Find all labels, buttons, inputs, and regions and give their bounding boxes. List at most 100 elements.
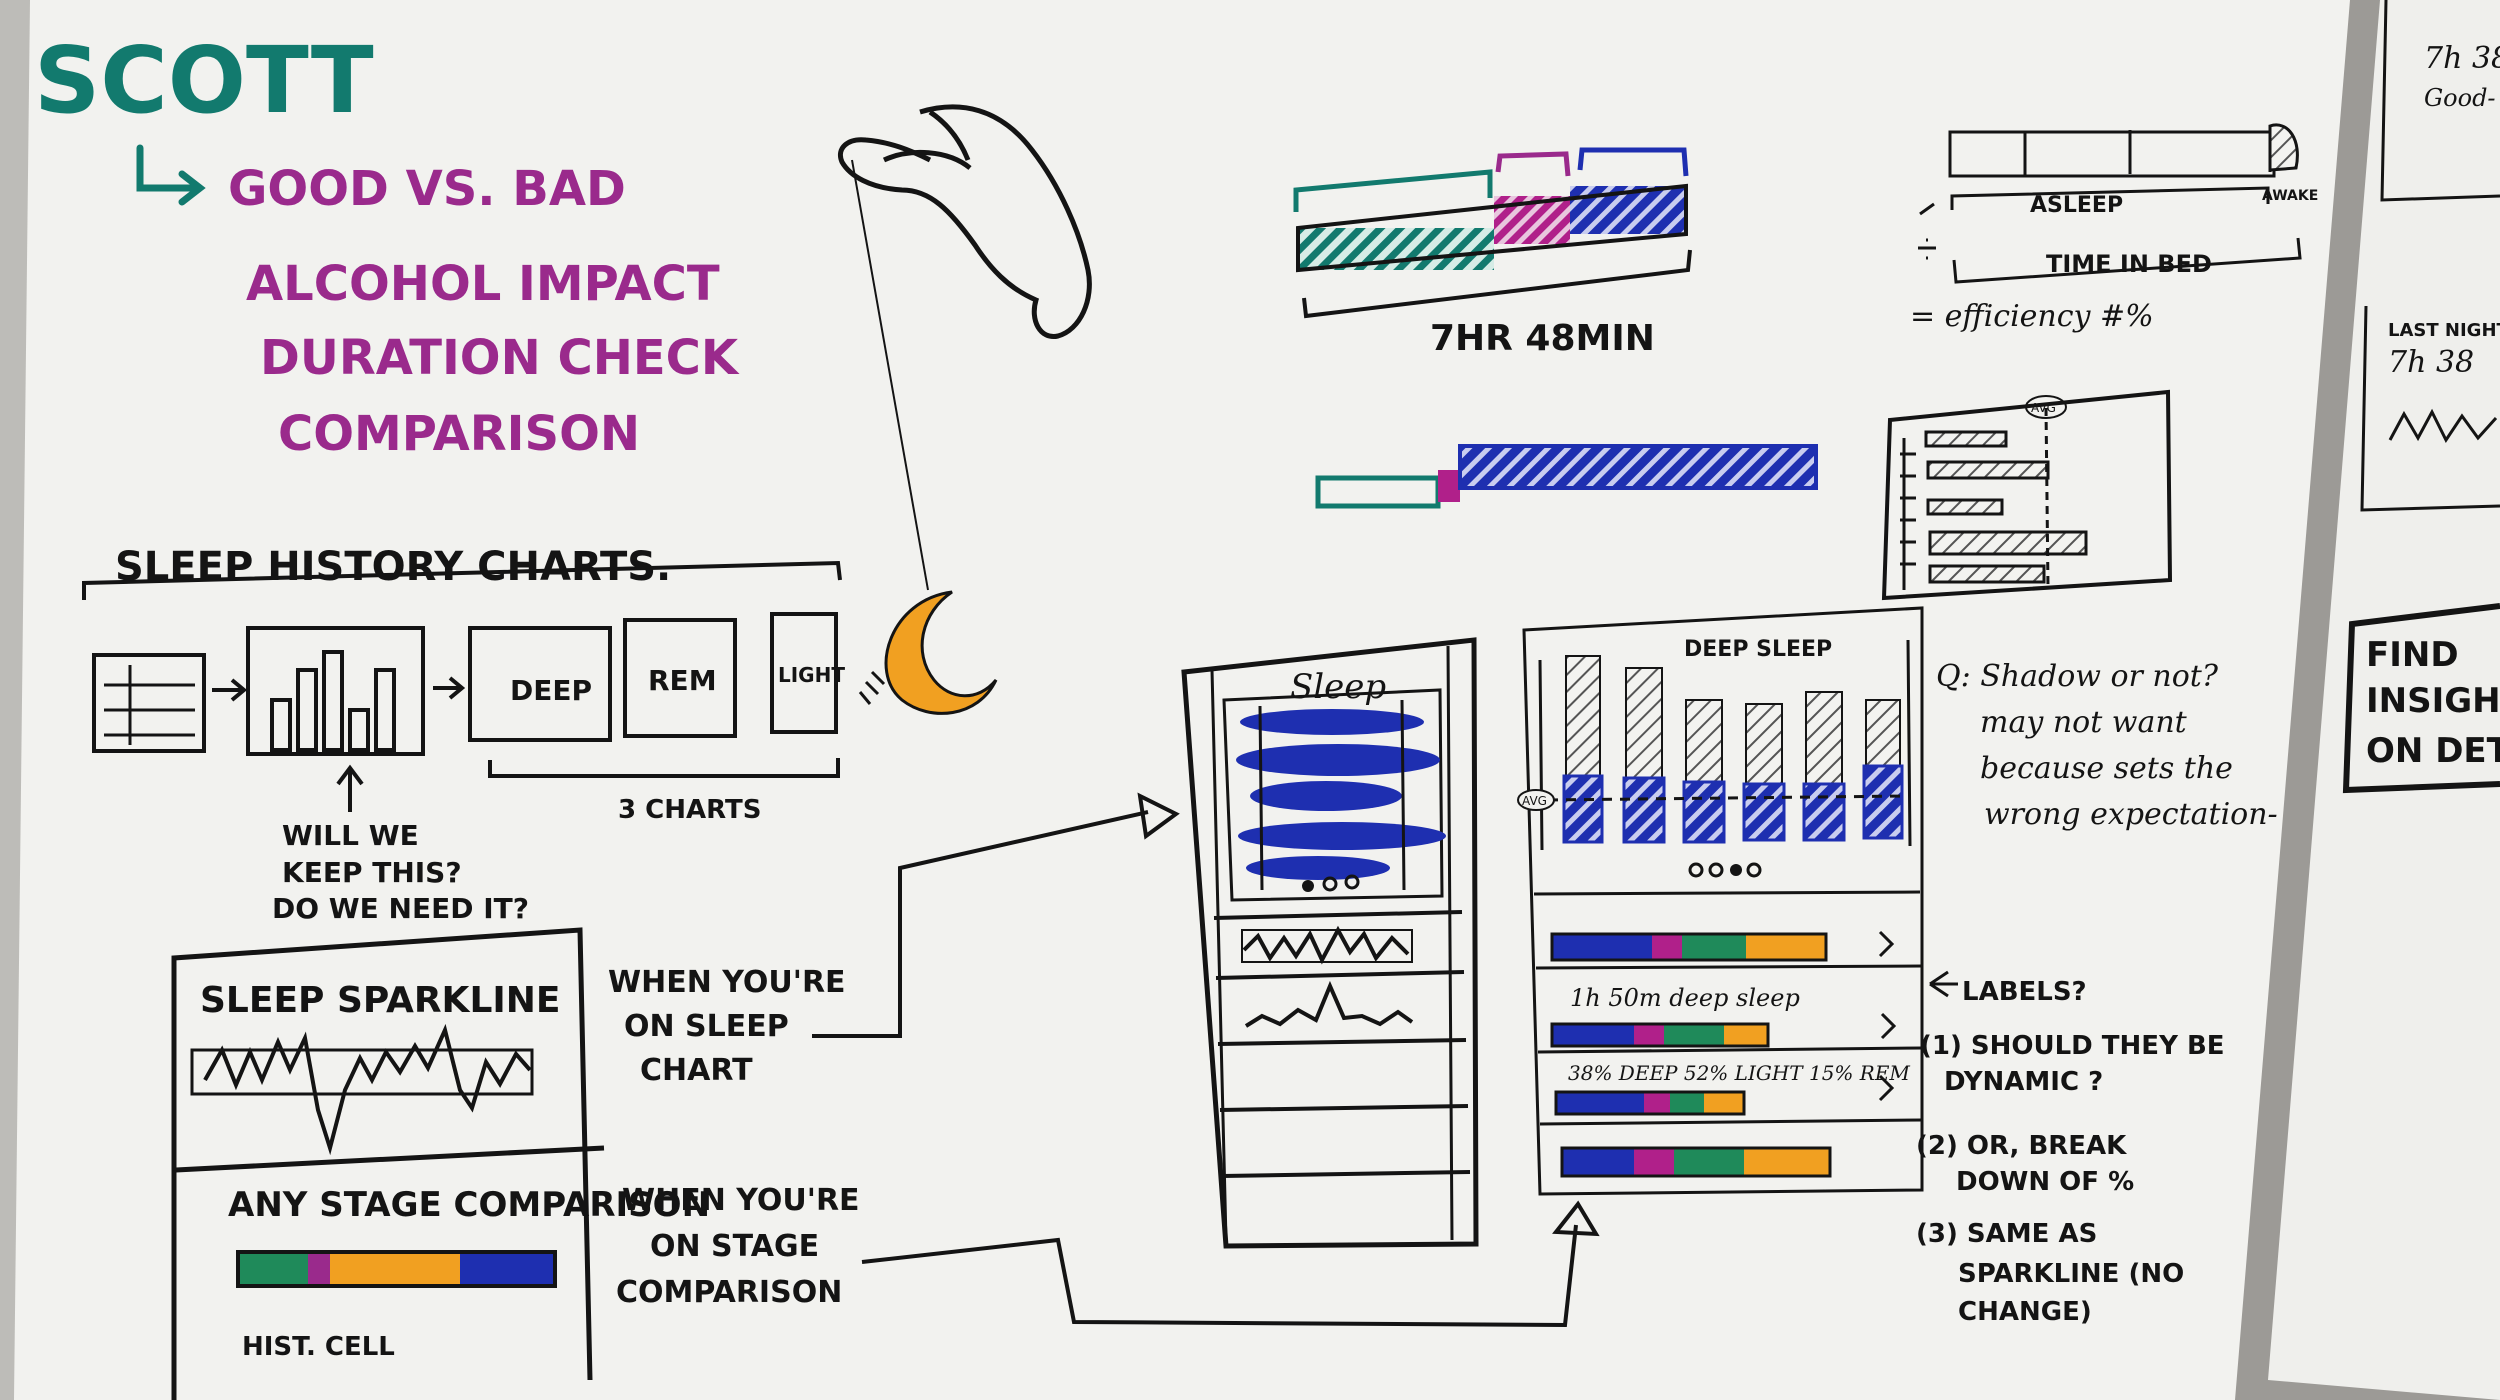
- deep-chart-axes: [1538, 639, 1912, 851]
- asleep-label: ASLEEP: [2030, 193, 2123, 218]
- hbar: [1924, 430, 2008, 448]
- note-labels-4: (2) OR, BREAK: [1916, 1131, 2127, 1161]
- avg-line: [2044, 407, 2050, 589]
- right-find-3: ON DET: [2366, 731, 2500, 771]
- seg-magenta: [1652, 934, 1682, 960]
- arrow-left-icon: [1929, 970, 1958, 998]
- right-top-quality: Good-: [2424, 84, 2496, 112]
- chevron-right-icon: [1878, 930, 1895, 958]
- seg-blue: [1552, 934, 1652, 960]
- deep-bar: [1802, 782, 1846, 842]
- phone-sparkline-box: [1241, 929, 1413, 963]
- phone-blue-bars: [1236, 709, 1446, 880]
- hbar-bars: [1924, 430, 2088, 584]
- hbar: [1926, 498, 2004, 516]
- deep-row-2[interactable]: [1550, 1012, 1897, 1048]
- right-find-box: [2342, 603, 2500, 794]
- thumb-bar-chart: [246, 626, 425, 756]
- arrow-right-icon: [212, 678, 248, 702]
- deep-bar-shadow: [1565, 655, 1601, 777]
- history-bracket: [82, 560, 842, 600]
- awake-segment: [2268, 123, 2299, 172]
- stage-comparison-bar: [236, 1250, 557, 1288]
- note-labels-7: SPARKLINE (NO: [1958, 1259, 2184, 1289]
- deep-row-divider: [1535, 964, 1923, 970]
- phone-bar: [1250, 781, 1402, 811]
- hbar: [1928, 530, 2088, 556]
- seg-blue: [1556, 1092, 1644, 1114]
- phone-bar: [1240, 709, 1424, 735]
- time-in-bed-label: TIME IN BED: [2046, 250, 2212, 278]
- deep-panel-frame: [1522, 606, 1924, 1196]
- deep-page-dot: [1708, 862, 1724, 878]
- sparkline-panel-frame: [171, 927, 593, 1400]
- deep-avg-tag-circle: [1517, 789, 1555, 811]
- panel-divider: [175, 1145, 605, 1173]
- deep-bar: [1562, 774, 1604, 844]
- author-name: SCOTT: [34, 27, 374, 134]
- note-shadow-q-3: because sets the: [1980, 751, 2233, 786]
- deep-row-1[interactable]: [1550, 930, 1895, 962]
- avg-tag-label: AVG: [2031, 401, 2056, 415]
- arrow-head-icon: [1552, 1200, 1600, 1237]
- thumb-bar: [374, 668, 396, 752]
- thumb-deep-chart: [468, 626, 612, 742]
- seg-orange: [1704, 1092, 1744, 1114]
- phone-line-chart: [1244, 980, 1414, 1028]
- thumb-bars: [270, 650, 396, 752]
- note-stage-2: ON STAGE: [650, 1229, 819, 1264]
- stage-seg-green: [238, 1252, 308, 1286]
- thumb-light-label: LIGHT: [778, 663, 845, 687]
- hist-cell-label: HIST. CELL: [242, 1332, 395, 1362]
- note-labels-8: CHANGE): [1958, 1297, 2092, 1327]
- deep-avg-tag-label: AVG: [1522, 794, 1547, 808]
- deep-bar-shadow: [1625, 667, 1663, 779]
- bar2-blue-seg: [1458, 444, 1818, 490]
- stage-seg-purple: [308, 1252, 330, 1286]
- topic-duration-check: DURATION CHECK: [260, 330, 740, 386]
- phone-title: Sleep: [1290, 667, 1386, 707]
- phone-chart-gridlines: [1258, 699, 1406, 891]
- hanging-string: [851, 159, 929, 591]
- note-stage-1: WHEN YOU'RE: [622, 1183, 860, 1218]
- sparkline-title: SLEEP SPARKLINE: [200, 980, 561, 1021]
- moon-icon: [884, 590, 998, 715]
- thumb-bar: [270, 698, 292, 752]
- time-in-bed-bracket: [1952, 237, 2302, 284]
- seg-orange: [1724, 1024, 1768, 1046]
- arrow-corner-icon: [136, 144, 206, 206]
- arrow-up-icon: [336, 764, 364, 812]
- teal-bracket: [1293, 169, 1493, 212]
- stage-comparison-title: ANY STAGE COMPARISON: [228, 1185, 710, 1225]
- stage-seg-blue: [460, 1252, 555, 1286]
- row-label-breakdown: 38% DEEP 52% LIGHT 15% REM: [1568, 1061, 1910, 1085]
- row-outline: [1554, 1090, 1746, 1116]
- phone-chart-frame: [1222, 688, 1444, 902]
- three-charts-label: 3 CHARTS: [618, 795, 761, 825]
- stage-bar-outline: [236, 1250, 557, 1288]
- duration-seg-teal: [1298, 228, 1494, 270]
- stage-seg-orange: [330, 1252, 460, 1286]
- note-labels-3: DYNAMIC ?: [1944, 1067, 2103, 1097]
- three-charts-bracket: [488, 758, 840, 778]
- deep-row-3[interactable]: [1554, 1074, 1895, 1116]
- asleep-bracket: [1950, 186, 2270, 210]
- sparkline-line: [203, 1023, 532, 1156]
- page-dot: [1344, 874, 1360, 890]
- seg-orange: [1744, 1148, 1830, 1176]
- deep-row-4[interactable]: [1560, 1146, 1832, 1178]
- seg-magenta: [1644, 1092, 1670, 1114]
- row-outline: [1550, 932, 1828, 962]
- hbar-ticks: [1900, 452, 1916, 566]
- thumb-bar: [348, 708, 370, 752]
- bar2-magenta-seg: [1438, 470, 1460, 502]
- seg-green: [1670, 1092, 1704, 1114]
- duration-bar-outline: [1296, 183, 1688, 273]
- deep-row-divider: [1539, 1118, 1923, 1126]
- chevron-right-icon: [1880, 1012, 1897, 1040]
- sparkline-box: [190, 1048, 534, 1096]
- phone-row-dividers: [1217, 1038, 1471, 1178]
- topic-alcohol-impact: ALCOHOL IMPACT: [246, 256, 720, 312]
